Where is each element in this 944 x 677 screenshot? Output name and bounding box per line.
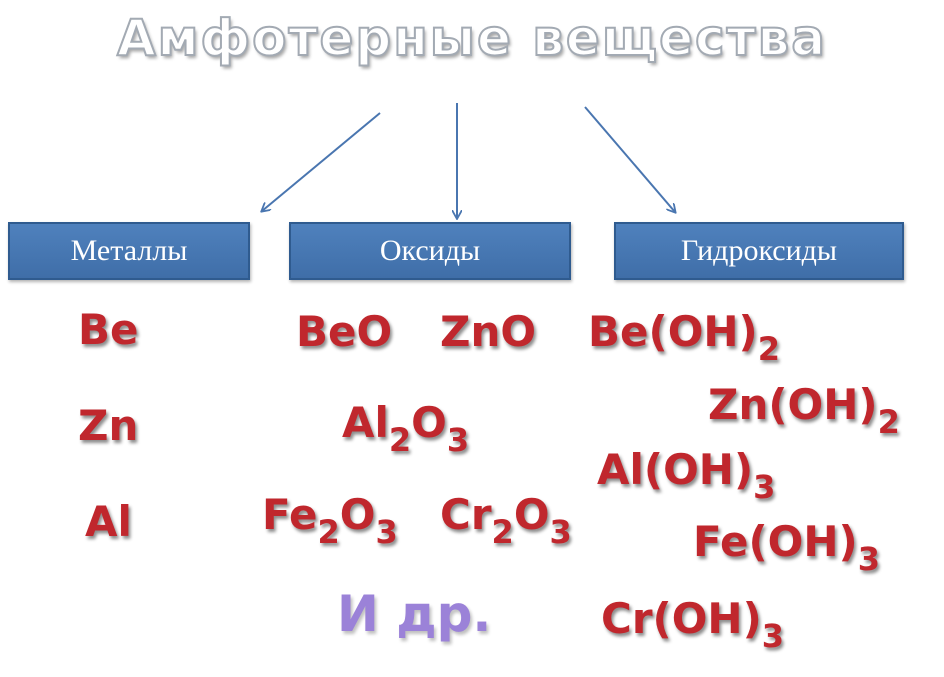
oxide-etc: И др. <box>337 585 492 643</box>
metal-zn: Zn <box>78 401 139 450</box>
arrow-to-hydroxides <box>584 106 675 212</box>
oxide-fe2o3: Fe2O3 <box>262 490 398 551</box>
hydroxide-feoh3: Fe(OH)3 <box>693 517 880 578</box>
hydroxide-beoh2: Be(OH)2 <box>588 307 781 368</box>
oxide-zno: ZnO <box>440 307 537 356</box>
oxide-beo: BeO <box>296 307 393 356</box>
oxide-cr2o3: Cr2O3 <box>440 490 572 551</box>
diagram-title: Амфотерные вещества <box>116 8 828 68</box>
arrow-to-metals <box>262 112 381 211</box>
category-metals: Металлы <box>8 222 250 280</box>
metal-al: Al <box>85 497 132 546</box>
metal-be: Be <box>78 305 139 354</box>
hydroxide-znoh2: Zn(OH)2 <box>708 380 900 441</box>
hydroxide-aloh3: Al(OH)3 <box>597 445 776 506</box>
category-hydroxides: Гидроксиды <box>614 222 904 280</box>
oxide-al2o3: Al2O3 <box>342 398 470 459</box>
hydroxide-croh3: Cr(OH)3 <box>601 594 785 655</box>
category-oxides: Оксиды <box>289 222 571 280</box>
